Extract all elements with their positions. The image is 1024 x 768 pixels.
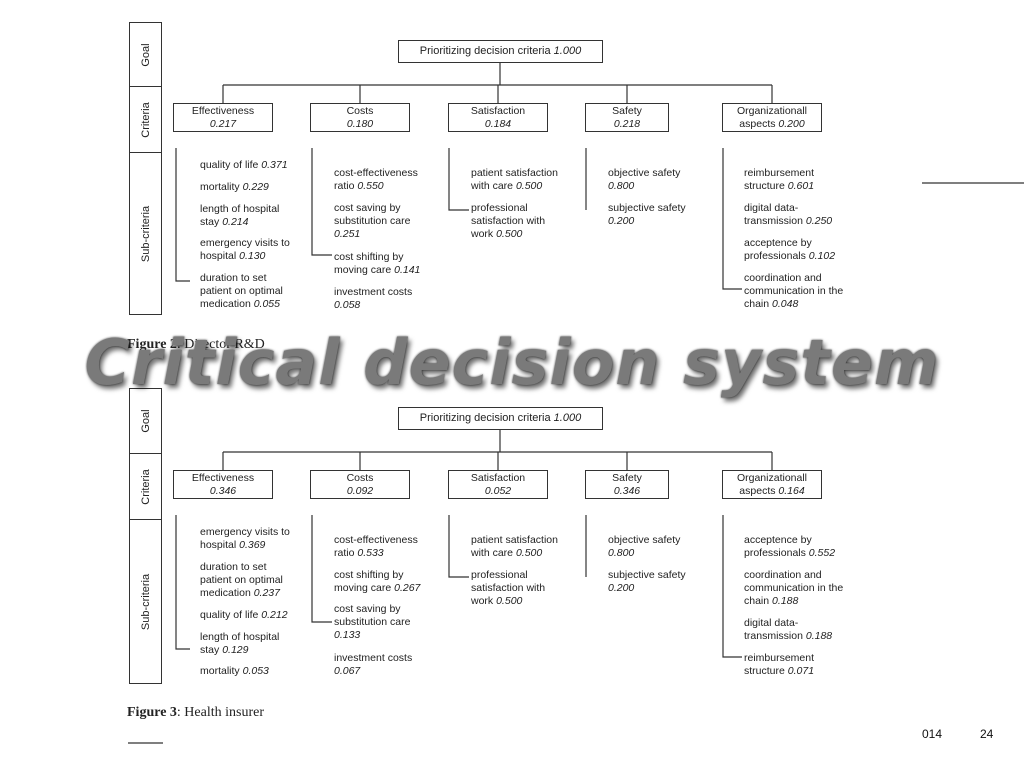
side-label-subcriteria: Sub-criteria [129,152,162,315]
page-number: 24 [980,727,994,741]
criterion-box-costs: Costs 0.180 [310,103,410,132]
subcriterion: professional satisfaction with work 0.50… [471,202,546,240]
side-label-subcriteria: Sub-criteria [129,519,162,684]
subcriterion: coordination and communication in the ch… [744,569,844,607]
goal-box: Prioritizing decision criteria 1.000 [398,407,603,430]
subcriterion: cost-effectiveness ratio 0.533 [334,534,418,559]
criterion-box-safety: Safety 0.346 [585,470,669,499]
subcriterion: reimbursement structure 0.601 [744,167,815,192]
slide-title: Critical decision system [84,326,940,399]
subcriterion: investment costs 0.067 [334,652,413,677]
subcriterion: length of hospital stay 0.129 [200,631,280,656]
subcriterion: subjective safety 0.200 [608,202,686,227]
subcriterion: subjective safety 0.200 [608,569,686,594]
subcriterion: acceptence by professionals 0.102 [744,237,836,262]
criterion-box-costs: Costs 0.092 [310,470,410,499]
criterion-box-organizational: Organizationall aspects 0.164 [722,470,822,499]
subcriterion: cost shifting by moving care 0.267 [334,569,421,594]
criterion-box-organizational: Organizationall aspects 0.200 [722,103,822,132]
side-label-criteria: Criteria [129,86,162,152]
subcriterion: objective safety 0.800 [608,534,681,559]
figure-2-caption: Figure 2: Director R&D [127,337,265,352]
subcriterion: quality of life 0.371 [200,159,288,171]
criterion-box-satisfaction: Satisfaction 0.184 [448,103,548,132]
subcriterion: objective safety 0.800 [608,167,681,192]
subcriterion: patient satisfaction with care 0.500 [471,167,558,192]
subcriterion: emergency visits to hospital 0.369 [200,526,290,551]
figure-3-caption: Figure 3: Health insurer [127,705,264,720]
subcriterion: quality of life 0.212 [200,609,288,621]
side-label-goal: Goal [129,22,162,86]
side-label-criteria: Criteria [129,453,162,519]
subcriterion: duration to set patient on optimal medic… [200,561,283,599]
subcriterion: professional satisfaction with work 0.50… [471,569,546,607]
footer-year-fragment: 014 [922,727,943,741]
subcriterion: length of hospital stay 0.214 [200,203,280,228]
subcriterion: patient satisfaction with care 0.500 [471,534,558,559]
subcriterion: cost saving by substitution care 0.251 [334,202,411,240]
subcriterion: emergency visits to hospital 0.130 [200,237,290,262]
subcriterion: investment costs 0.058 [334,286,413,311]
subcriterion: mortality 0.053 [200,665,269,677]
criterion-box-effectiveness: Effectiveness 0.346 [173,470,273,499]
subcriterion: mortality 0.229 [200,181,269,193]
subcriterion: digital data-transmission 0.188 [744,617,833,642]
subcriterion: reimbursement structure 0.071 [744,652,815,677]
side-label-goal: Goal [129,388,162,453]
subcriterion: acceptence by professionals 0.552 [744,534,836,559]
subcriterion: cost saving by substitution care 0.133 [334,603,411,641]
subcriterion: coordination and communication in the ch… [744,272,844,310]
criterion-box-safety: Safety 0.218 [585,103,669,132]
criterion-box-satisfaction: Satisfaction 0.052 [448,470,548,499]
subcriterion: cost shifting by moving care 0.141 [334,251,421,276]
criterion-box-effectiveness: Effectiveness 0.217 [173,103,273,132]
subcriterion: duration to set patient on optimal medic… [200,272,283,310]
goal-box: Prioritizing decision criteria 1.000 [398,40,603,63]
subcriterion: cost-effectiveness ratio 0.550 [334,167,418,192]
subcriterion: digital data-transmission 0.250 [744,202,833,227]
